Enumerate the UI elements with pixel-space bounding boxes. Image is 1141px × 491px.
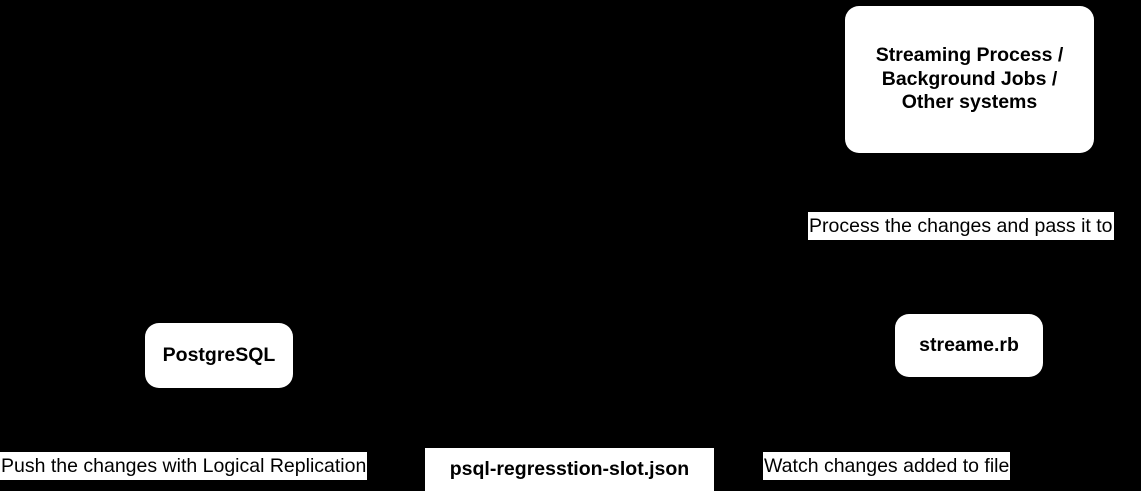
node-streaming-process-label: Streaming Process / Background Jobs / Ot… bbox=[875, 43, 1064, 114]
edge-label-watch-changes: Watch changes added to file bbox=[763, 452, 1011, 480]
edge-label-watch-changes-text: Watch changes added to file bbox=[764, 454, 1010, 477]
node-streaming-process[interactable]: Streaming Process / Background Jobs / Ot… bbox=[845, 6, 1094, 153]
edge-label-push-changes-text: Push the changes with Logical Replicatio… bbox=[1, 454, 367, 477]
edge-label-push-changes: Push the changes with Logical Replicatio… bbox=[0, 452, 368, 480]
node-slot-file-label: psql-regresstion-slot.json bbox=[449, 457, 690, 480]
edge-label-process-and-pass-text: Process the changes and pass it to bbox=[809, 214, 1113, 237]
node-postgresql-label: PostgreSQL bbox=[162, 343, 276, 366]
edge-label-process-and-pass: Process the changes and pass it to bbox=[808, 212, 1114, 240]
node-slot-file[interactable]: psql-regresstion-slot.json bbox=[425, 448, 714, 491]
node-postgresql[interactable]: PostgreSQL bbox=[145, 323, 293, 388]
node-streame-rb[interactable]: streame.rb bbox=[895, 314, 1043, 377]
node-streame-rb-label: streame.rb bbox=[919, 333, 1019, 356]
